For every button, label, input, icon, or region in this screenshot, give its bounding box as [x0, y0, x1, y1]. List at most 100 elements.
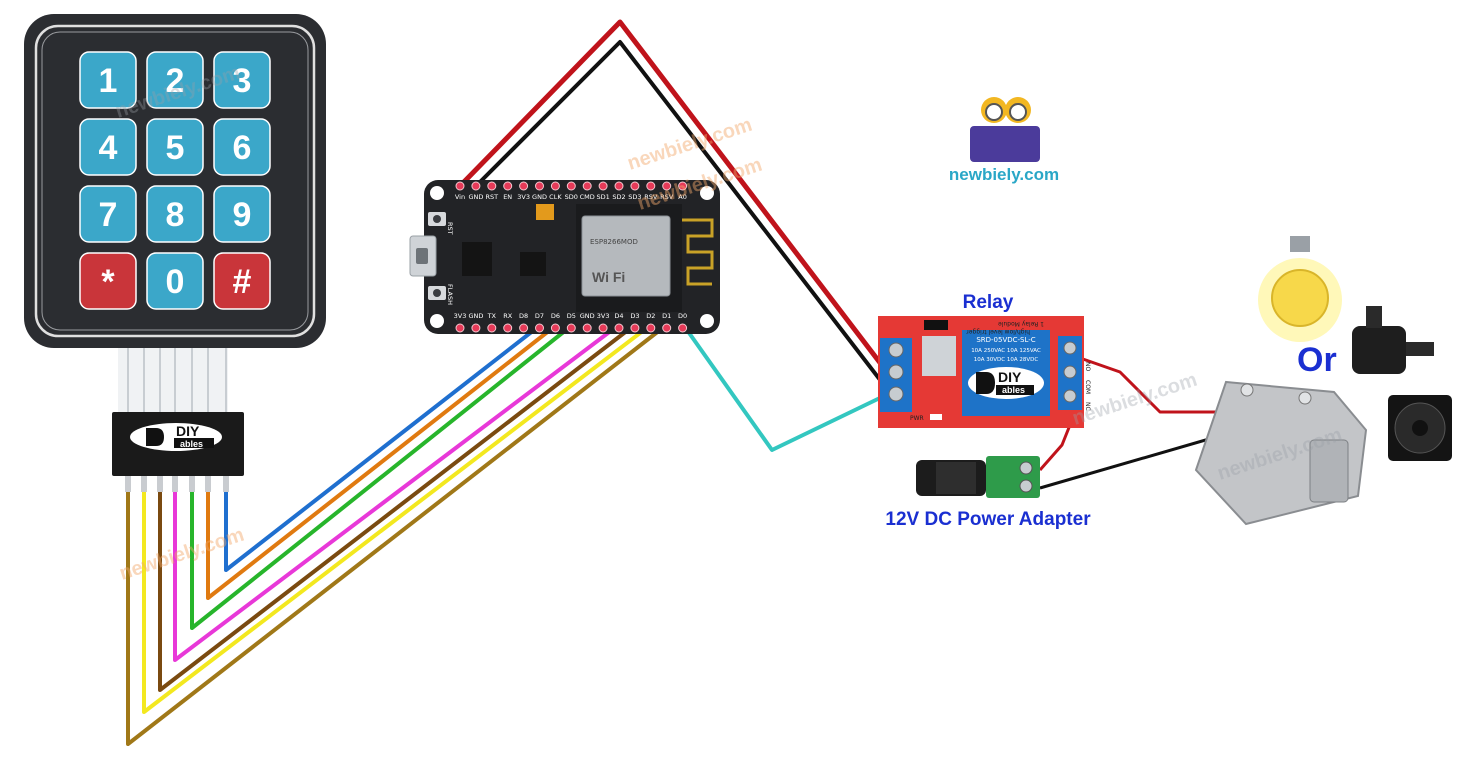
board-pin-label: EN: [503, 193, 512, 201]
load-devices: Or: [1194, 236, 1452, 526]
esp-wifi-text: Wi Fi: [592, 269, 625, 285]
board-pin: [455, 181, 465, 191]
wire-yellow-keypad: [142, 328, 646, 714]
board-pin-label: GND: [532, 193, 547, 201]
board-pin: [630, 323, 640, 333]
lock-latch: [1309, 439, 1349, 503]
board-pin: [614, 181, 624, 191]
relay-output-screw-2: [1063, 365, 1077, 379]
relay-rating-1: 10A 250VAC 10A 125VAC: [971, 348, 1041, 354]
keypad-brand-top: DIY: [176, 423, 200, 439]
board-pin-label: RST: [485, 193, 498, 201]
relay-input-screw-3: [888, 386, 904, 402]
keypad-ribbon: [118, 345, 228, 415]
board-pin: [646, 181, 656, 191]
board-pin-label: D2: [646, 312, 655, 320]
owl-laptop-icon: [970, 126, 1040, 162]
board-pin: [535, 323, 544, 333]
board-pin-label: D8: [519, 312, 528, 320]
board-pin: [519, 323, 529, 333]
relay-title: Relay: [963, 292, 1014, 313]
keypad-key-bg: [213, 118, 271, 176]
board-pin-label: D3: [630, 312, 639, 320]
adapter-screw-2: [1019, 479, 1033, 493]
board-pin: [598, 181, 608, 191]
keypad-key: 3: [233, 62, 252, 100]
board-pin: [582, 181, 592, 191]
wire-green-keypad: [190, 328, 568, 630]
relay-output-screw-1: [1063, 341, 1077, 355]
flash-label: FLASH: [446, 284, 454, 305]
board-pin-label: GND: [468, 312, 483, 320]
fan-hub: [1412, 420, 1428, 436]
board-pin-label: D0: [678, 312, 687, 320]
keypad-key-bg: [213, 185, 271, 243]
relay-module: Relay SRD-05VDC-SL-C 10A 250VAC 10A 125V…: [878, 292, 1091, 428]
keypad-key: 8: [166, 196, 185, 234]
board-pin: [598, 323, 608, 333]
board-pin-label: TX: [487, 312, 497, 320]
board-pin: [487, 323, 497, 333]
logo-text: newbiely.com: [949, 165, 1059, 184]
board-pin-label: SD2: [612, 193, 625, 201]
relay-trigger-text: high/low level trigger: [966, 328, 1030, 335]
board-pin-label: RSV: [660, 193, 674, 201]
keypad-key: 7: [99, 196, 118, 234]
board-pin-label: Vin: [455, 193, 465, 201]
keypad-key: 4: [99, 129, 118, 167]
relay-output-screw-3: [1063, 389, 1077, 403]
keypad-key-bg: [146, 252, 204, 310]
keypad-key-bg: [79, 252, 137, 310]
relay-pwr-led: [930, 414, 942, 420]
relay-transistor-area: [922, 336, 956, 376]
relay-input-screw-2: [888, 364, 904, 380]
adapter-screw-1: [1019, 461, 1033, 475]
keypad-key: 9: [233, 196, 252, 234]
mount-hole-tl: [430, 186, 444, 200]
bulb-base: [1290, 236, 1310, 252]
board-pin-label: RSV: [644, 193, 658, 201]
relay-diyables-logo-icon: [976, 372, 995, 394]
pump-inlet: [1366, 306, 1382, 328]
antenna-trace-icon: [682, 218, 714, 286]
keypad-key-bg: [146, 118, 204, 176]
relay-input-screw-1: [888, 342, 904, 358]
keypad-key-bg: [79, 185, 137, 243]
board-pin: [646, 323, 656, 333]
keypad-key: 2: [166, 62, 185, 100]
adapter-terminal-block: [986, 456, 1040, 498]
rst-button-cap: [433, 215, 441, 223]
board-pin-label: D1: [662, 312, 671, 320]
keypad-key: 6: [233, 129, 252, 167]
owl-glass-right: [1009, 103, 1027, 121]
diyables-logo-icon: [146, 428, 164, 446]
wire-gold-keypad: [126, 328, 662, 746]
adapter-ridges: [936, 462, 976, 494]
board-pin-label: D7: [535, 312, 544, 320]
board-pin: [535, 181, 544, 191]
keypad-brand-bottom-bg: [174, 438, 214, 448]
mount-hole-br: [700, 314, 714, 328]
mount-hole-bl: [430, 314, 444, 328]
relay-module-text: 1 Relay Module: [998, 320, 1044, 327]
board-pin-label: GND: [580, 312, 595, 320]
wire-orange-keypad: [206, 328, 552, 600]
keypad-key: 5: [166, 129, 185, 167]
wire-black-gnd: [474, 40, 886, 387]
board-pin: [471, 181, 481, 191]
board-pin-label: 3V3: [517, 193, 530, 201]
regulator-chip: [520, 252, 546, 276]
board-pin: [503, 181, 513, 191]
keypad-key-bg: [146, 185, 204, 243]
board-pin: [630, 181, 640, 191]
or-text: Or: [1297, 341, 1337, 379]
wire-red-load: [1079, 356, 1222, 414]
owl-glass-left: [985, 103, 1003, 121]
board-pin-label: SD1: [596, 193, 609, 201]
wire-red-vin: [458, 19, 886, 370]
orange-capacitor: [536, 204, 554, 220]
board-pin-label: D5: [567, 312, 576, 320]
